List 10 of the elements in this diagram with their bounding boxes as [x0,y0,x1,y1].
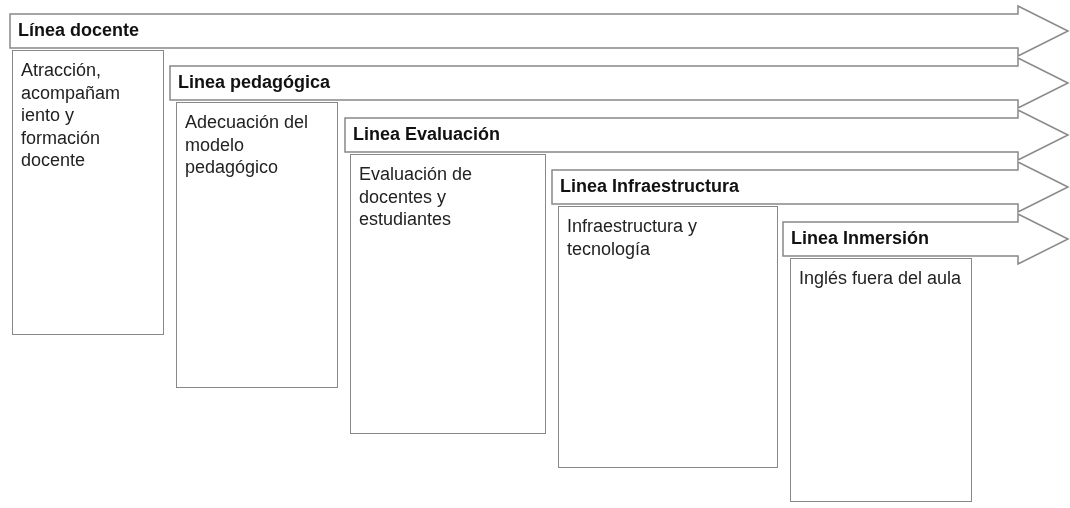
arrow-band: Línea docente [10,6,1068,56]
text-box: Infraestructura y tecnología [558,206,778,468]
arrow-band: Linea Evaluación [345,110,1068,160]
text-box: Evaluación de docentes y estudiantes [350,154,546,434]
text-box: Adecuación del modelo pedagógico [176,102,338,388]
arrow-band: Linea Inmersión [783,214,1068,264]
arrow-band: Linea Infraestructura [552,162,1068,212]
arrow-band: Linea pedagógica [170,58,1068,108]
text-box: Inglés fuera del aula [790,258,972,502]
text-box: Atracción, acompañam iento y formación docente [12,50,164,335]
